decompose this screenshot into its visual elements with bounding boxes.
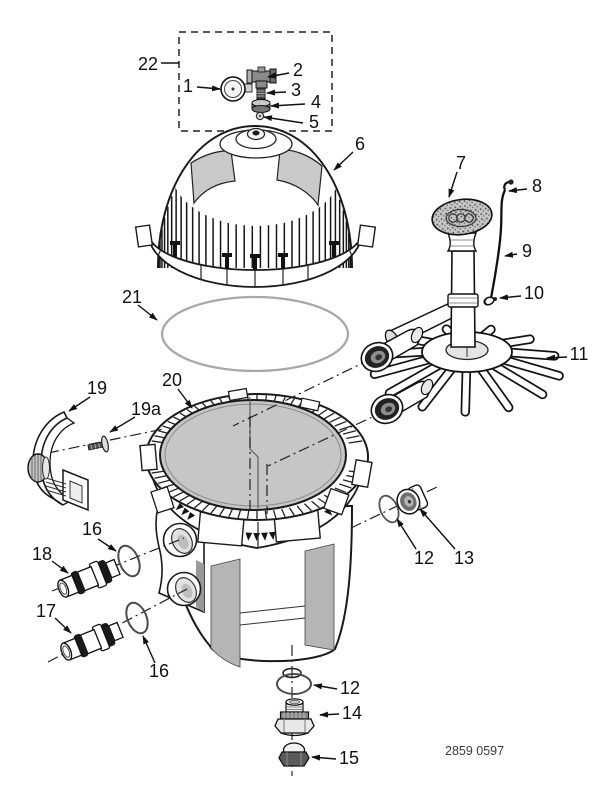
callout-7-label: 7: [456, 153, 466, 173]
gauge-screw: [255, 111, 265, 121]
callout-6-label: 6: [355, 134, 365, 154]
clamp-bracket: [27, 410, 89, 512]
dome-panel-right: [276, 149, 323, 207]
tank-lid: [159, 399, 347, 511]
dome-oring: [160, 295, 350, 373]
callout-8: 8: [508, 176, 542, 196]
callout-19-label: 19: [87, 378, 107, 398]
oring-side-drain: [378, 494, 400, 524]
callout-20-label: 20: [162, 370, 182, 390]
callout-11-label: 11: [570, 344, 589, 364]
oring-lower-port: [125, 601, 149, 635]
callout-10: 10: [499, 283, 544, 303]
callout-14-label: 14: [342, 703, 362, 723]
upper-hose-adapter: [57, 558, 121, 598]
callout-12-bottom-label: 12: [340, 678, 360, 698]
dome-panel-left: [190, 150, 236, 205]
clamp-bolts: [170, 241, 339, 270]
dome-lid: [157, 124, 353, 269]
air-bleed-tube: [483, 179, 514, 306]
filter-tank: [139, 387, 373, 679]
callout-4: 4: [270, 92, 321, 112]
callout-17-label: 17: [36, 601, 56, 621]
gauge-nipple: [256, 87, 266, 100]
air-bleed-fitting-top: [503, 180, 510, 191]
callout-12-side-label: 12: [414, 548, 434, 568]
gauge-nut: [251, 99, 271, 113]
bottom-drain-cap: [278, 742, 310, 767]
callouts: 22 1 2 3 4 5 6 7 8 9 10 11 21 20 19 19a …: [32, 54, 588, 768]
oring-bottom-drain: [276, 673, 312, 695]
diffuser-head: [431, 198, 493, 236]
callout-21-label: 21: [122, 287, 142, 307]
internal-elbow-upper: [360, 326, 424, 373]
bottom-drain-fitting: [274, 698, 315, 737]
callout-19a: 19a: [109, 399, 162, 433]
oring-upper-port: [117, 544, 141, 578]
callout-12-bottom: 12: [313, 678, 360, 698]
callout-15-label: 15: [339, 748, 359, 768]
callout-16-lower: 16: [142, 635, 169, 681]
callout-17: 17: [36, 601, 72, 634]
callout-11: 11: [546, 344, 589, 364]
callout-13: 13: [419, 508, 474, 568]
internal-elbow-lower: [370, 378, 434, 425]
callout-16-upper-label: 16: [82, 519, 102, 539]
clamp-screw: [87, 435, 109, 453]
callout-20: 20: [162, 370, 193, 409]
callout-22: 22: [138, 54, 158, 74]
callout-21: 21: [122, 287, 158, 321]
callout-7: 7: [448, 153, 466, 198]
standpipe-assembly: [384, 179, 514, 349]
diffuser-neck: [446, 232, 478, 252]
dome-clamp-ring: [134, 224, 377, 288]
callout-9-label: 9: [522, 241, 532, 261]
document-number: 2859 0597: [445, 744, 504, 758]
callout-8-label: 8: [532, 176, 542, 196]
callout-15: 15: [311, 748, 359, 768]
callout-6: 6: [333, 134, 365, 171]
callout-9: 9: [504, 241, 532, 261]
callout-4-label: 4: [311, 92, 321, 112]
callout-2-label: 2: [293, 60, 303, 80]
tank-port-panel: [155, 501, 205, 614]
callout-13-label: 13: [454, 548, 474, 568]
lower-hose-adapter: [60, 621, 124, 661]
callout-12-side: 12: [396, 518, 434, 568]
side-drain-plug: [396, 484, 429, 515]
callout-18-label: 18: [32, 544, 52, 564]
lateral-assembly: [369, 324, 564, 417]
callout-18: 18: [32, 544, 69, 574]
callout-19: 19: [68, 378, 107, 412]
callout-16-lower-label: 16: [149, 661, 169, 681]
callout-1-label: 1: [183, 76, 193, 96]
callout-3-label: 3: [291, 80, 301, 100]
callout-3: 3: [266, 80, 301, 100]
callout-14: 14: [319, 703, 362, 723]
callout-19a-label: 19a: [131, 399, 162, 419]
callout-10-label: 10: [524, 283, 544, 303]
callout-1: 1: [183, 76, 221, 96]
callout-5-label: 5: [309, 112, 319, 132]
callout-22-label: 22: [138, 54, 158, 74]
callout-5: 5: [263, 112, 319, 132]
callout-16-upper: 16: [82, 519, 117, 552]
callout-2: 2: [267, 60, 303, 80]
